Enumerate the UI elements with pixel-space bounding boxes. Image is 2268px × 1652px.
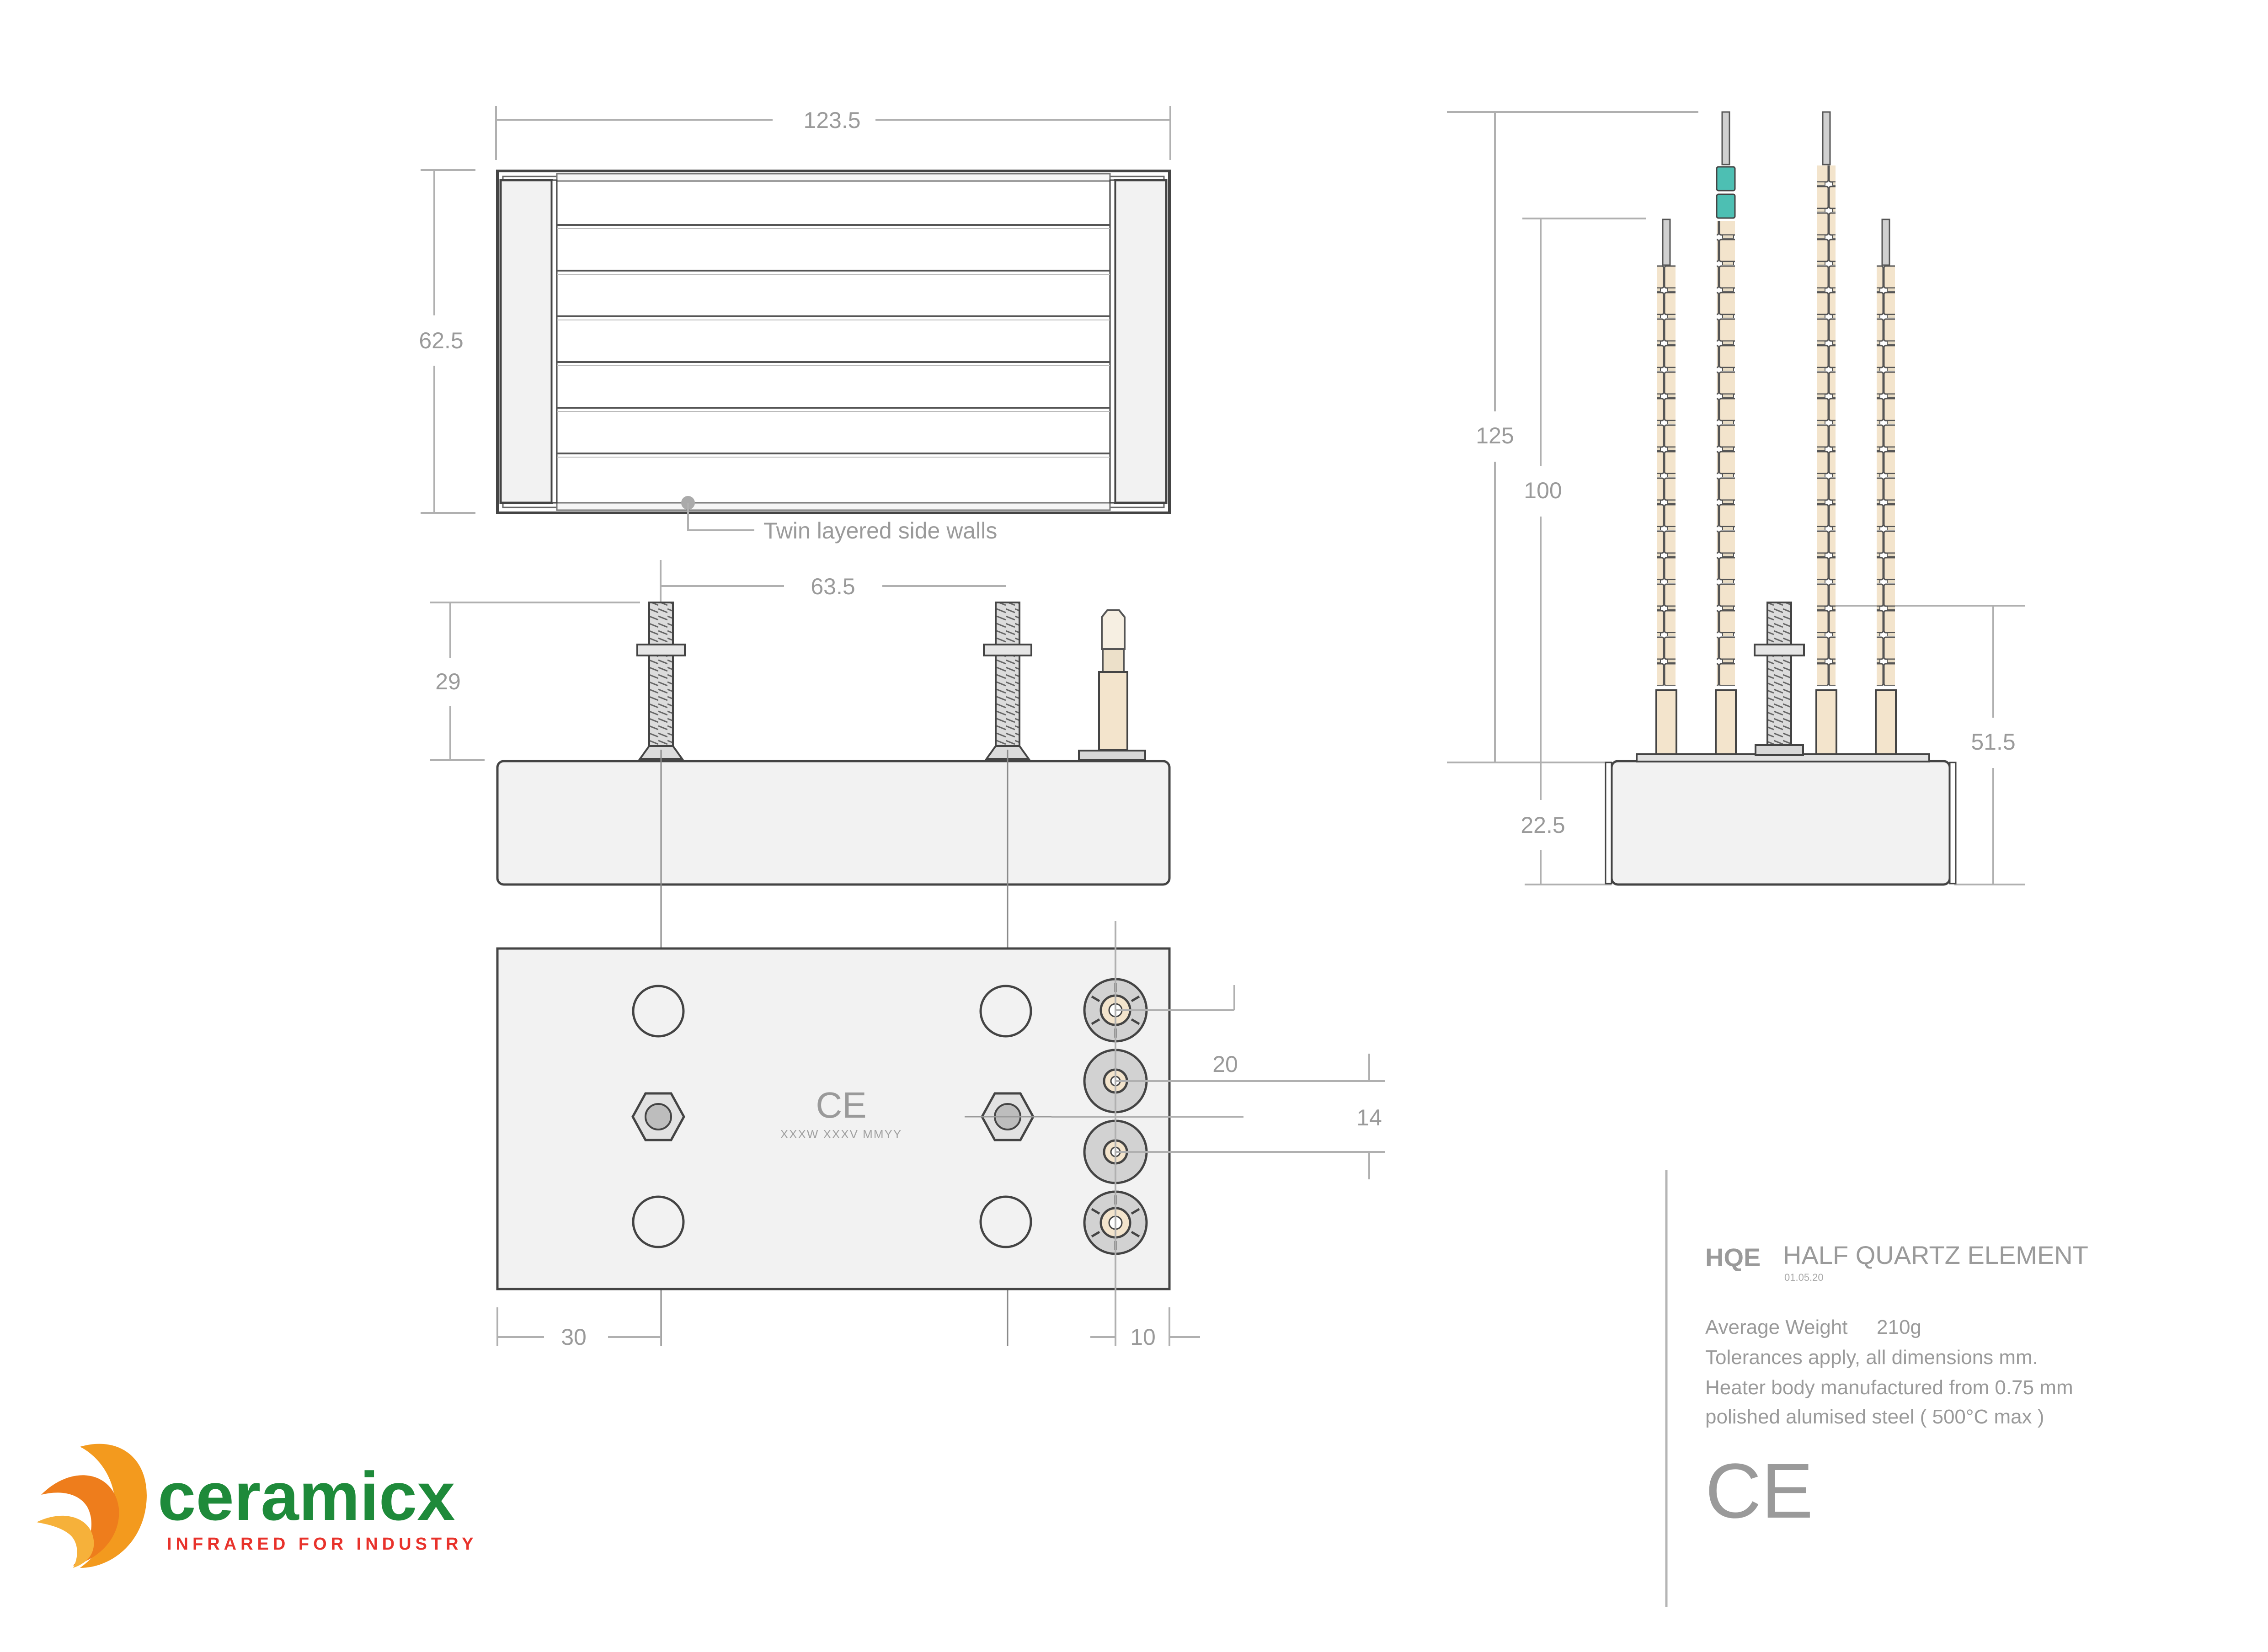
- note-material-1: Heater body manufactured from 0.75 mm: [1705, 1376, 2073, 1399]
- hex-nut-left: [631, 1092, 685, 1141]
- side-wall-bottom-strip: [556, 502, 1111, 511]
- heater-body-front: [496, 760, 1171, 886]
- top-view: 123.5 62.5: [419, 106, 1171, 544]
- mounting-hole: [632, 1195, 685, 1248]
- ce-mark-body: CE: [816, 1085, 866, 1125]
- side-view: 125 100 22.5 51.5: [1447, 111, 2025, 886]
- heater-housing-top: [496, 170, 1171, 514]
- dim-left-offset: 30: [561, 1324, 587, 1350]
- dim-right-offset: 10: [1130, 1324, 1156, 1350]
- side-wall-flange-right: [1949, 762, 1957, 885]
- title-block: HQE HALF QUARTZ ELEMENT 01.05.20 Average…: [1665, 1170, 2088, 1607]
- dim-side-stud-height: 51.5: [1971, 729, 2015, 755]
- terminal-lead-2: [1715, 111, 1737, 755]
- dim-stud-height: 29: [435, 669, 461, 694]
- body-serial-code: XXXW XXXV MMYY: [780, 1127, 902, 1141]
- mounting-hole: [979, 1195, 1032, 1248]
- terminal-lead-front: [1078, 609, 1146, 761]
- side-wall-top-strip: [556, 173, 1111, 182]
- mounting-hole: [632, 985, 685, 1038]
- end-cap-right: [1114, 179, 1168, 504]
- brand-name: ceramicx: [158, 1458, 455, 1535]
- dim-top-height: 62.5: [419, 328, 463, 353]
- mounting-stud-left: [636, 602, 686, 760]
- dim-stud-spacing: 63.5: [811, 574, 855, 599]
- end-cap-right-lip: [1109, 179, 1116, 504]
- dim-pin-height: 100: [1524, 478, 1562, 503]
- dim-body-depth: 22.5: [1521, 812, 1565, 838]
- note-tolerances: Tolerances apply, all dimensions mm.: [1705, 1346, 2038, 1369]
- front-view: 63.5 29: [430, 560, 1171, 1346]
- mounting-stud-right: [983, 602, 1032, 760]
- note-material-2: polished alumised steel ( 500°C max ): [1705, 1406, 2044, 1428]
- end-cap-left-lip: [551, 179, 558, 504]
- drawing-date: 01.05.20: [1784, 1272, 1824, 1283]
- heater-body-base: [496, 947, 1171, 1290]
- product-name: HALF QUARTZ ELEMENT: [1783, 1241, 2088, 1269]
- terminal-lead-4: [1875, 218, 1897, 755]
- brand-tagline: INFRARED FOR INDUSTRY: [167, 1535, 477, 1554]
- dim-terminal-spacing-b: 14: [1356, 1105, 1382, 1130]
- terminal-lead-3: [1815, 111, 1837, 755]
- quartz-tubes: [557, 224, 1110, 458]
- callout-leader: [687, 503, 754, 531]
- product-code: HQE: [1705, 1243, 1761, 1272]
- dim-top-width: 123.5: [803, 107, 860, 133]
- heater-body-side: [1610, 760, 1951, 886]
- weight-label: Average Weight: [1705, 1316, 1847, 1338]
- ce-mark-title: CE: [1705, 1448, 1813, 1535]
- mounting-hole: [979, 985, 1032, 1038]
- callout-side-walls: Twin layered side walls: [763, 518, 997, 544]
- terminal-lead-1: [1655, 218, 1677, 755]
- brand-logo: ceramicx INFRARED FOR INDUSTRY: [37, 1444, 477, 1568]
- flame-icon: [37, 1444, 147, 1568]
- side-wall-flange-left: [1605, 762, 1612, 885]
- dim-overall-height: 125: [1476, 423, 1514, 448]
- end-cap-left: [499, 179, 553, 504]
- mounting-stud-side: [1754, 602, 1805, 756]
- weight-value: 210g: [1877, 1316, 1921, 1338]
- bottom-view: CE XXXW XXXV MMYY: [496, 921, 1385, 1350]
- dim-terminal-spacing-a: 20: [1212, 1051, 1238, 1077]
